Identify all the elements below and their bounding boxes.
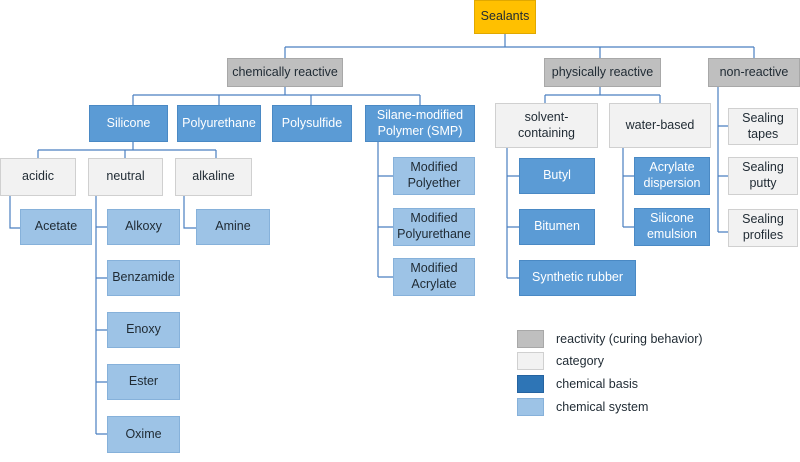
system-amine: Amine xyxy=(196,209,270,245)
legend-label-chemical-basis: chemical basis xyxy=(556,377,638,391)
category-acidic: acidic xyxy=(0,158,76,196)
system-oxime: Oxime xyxy=(107,416,180,453)
system-benzamide: Benzamide xyxy=(107,260,180,296)
basis-synthetic-rubber: Synthetic rubber xyxy=(519,260,636,296)
basis-butyl: Butyl xyxy=(519,158,595,194)
system-acrylate-dispersion: Acrylate dispersion xyxy=(634,157,710,195)
system-acetate: Acetate xyxy=(20,209,92,245)
system-modified-polyurethane: Modified Polyurethane xyxy=(393,208,475,246)
item-sealing-profiles: Sealing profiles xyxy=(728,209,798,247)
system-silicone-emulsion: Silicone emulsion xyxy=(634,208,710,246)
basis-smp: Silane-modified Polymer (SMP) xyxy=(365,105,475,142)
basis-bitumen: Bitumen xyxy=(519,209,595,245)
category-alkaline: alkaline xyxy=(175,158,252,196)
legend-label-reactivity: reactivity (curing behavior) xyxy=(556,332,703,346)
legend-swatch-category xyxy=(517,352,544,370)
legend-label-category: category xyxy=(556,354,604,368)
legend-label-chemical-system: chemical system xyxy=(556,400,649,414)
legend-swatch-chemical-system xyxy=(517,398,544,416)
category-neutral: neutral xyxy=(88,158,163,196)
root-sealants: Sealants xyxy=(474,0,536,34)
basis-silicone: Silicone xyxy=(89,105,168,142)
system-enoxy: Enoxy xyxy=(107,312,180,348)
legend-item-chemical-system: chemical system xyxy=(517,398,648,416)
basis-polyurethane: Polyurethane xyxy=(177,105,261,142)
basis-polysulfide: Polysulfide xyxy=(272,105,352,142)
item-sealing-tapes: Sealing tapes xyxy=(728,108,798,145)
system-modified-acrylate: Modified Acrylate xyxy=(393,258,475,296)
system-modified-polyether: Modified Polyether xyxy=(393,157,475,195)
reactivity-non-reactive: non-reactive xyxy=(708,58,800,87)
legend-item-category: category xyxy=(517,352,604,370)
category-solvent-containing: solvent- containing xyxy=(495,103,598,148)
legend-swatch-reactivity xyxy=(517,330,544,348)
system-alkoxy: Alkoxy xyxy=(107,209,180,245)
reactivity-physically-reactive: physically reactive xyxy=(544,58,661,87)
legend-swatch-chemical-basis xyxy=(517,375,544,393)
category-water-based: water-based xyxy=(609,103,711,148)
item-sealing-putty: Sealing putty xyxy=(728,157,798,195)
system-ester: Ester xyxy=(107,364,180,400)
reactivity-chemically-reactive: chemically reactive xyxy=(227,58,343,87)
legend-item-chemical-basis: chemical basis xyxy=(517,375,638,393)
legend-item-reactivity: reactivity (curing behavior) xyxy=(517,330,703,348)
